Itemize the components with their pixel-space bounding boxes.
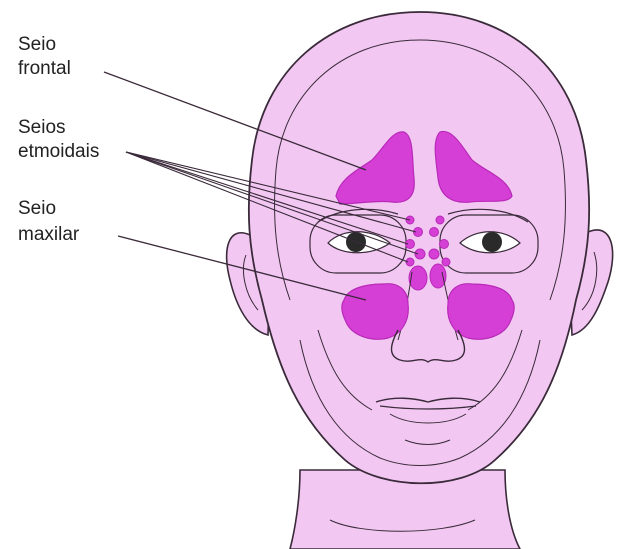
maxillary-sinus-left <box>342 284 408 340</box>
ethmoid-cell <box>440 240 449 249</box>
right-iris <box>482 232 502 252</box>
ethmoid-cell <box>430 228 439 237</box>
label-ethmoid-line1: Seios <box>18 117 66 138</box>
label-frontal-line1: Seio <box>18 34 56 55</box>
ethmoid-cell <box>429 249 439 259</box>
ethmoid-cell <box>409 266 427 290</box>
label-ethmoid-line2: etmoidais <box>18 141 99 162</box>
label-maxillary-line2: maxilar <box>18 224 80 245</box>
ethmoid-cell <box>442 258 450 266</box>
maxillary-sinus-right <box>448 284 514 340</box>
label-frontal-line2: frontal <box>18 58 71 79</box>
ethmoid-cell <box>430 264 446 288</box>
ethmoid-cell <box>436 216 444 224</box>
label-maxillary-line1: Seio <box>18 198 56 219</box>
